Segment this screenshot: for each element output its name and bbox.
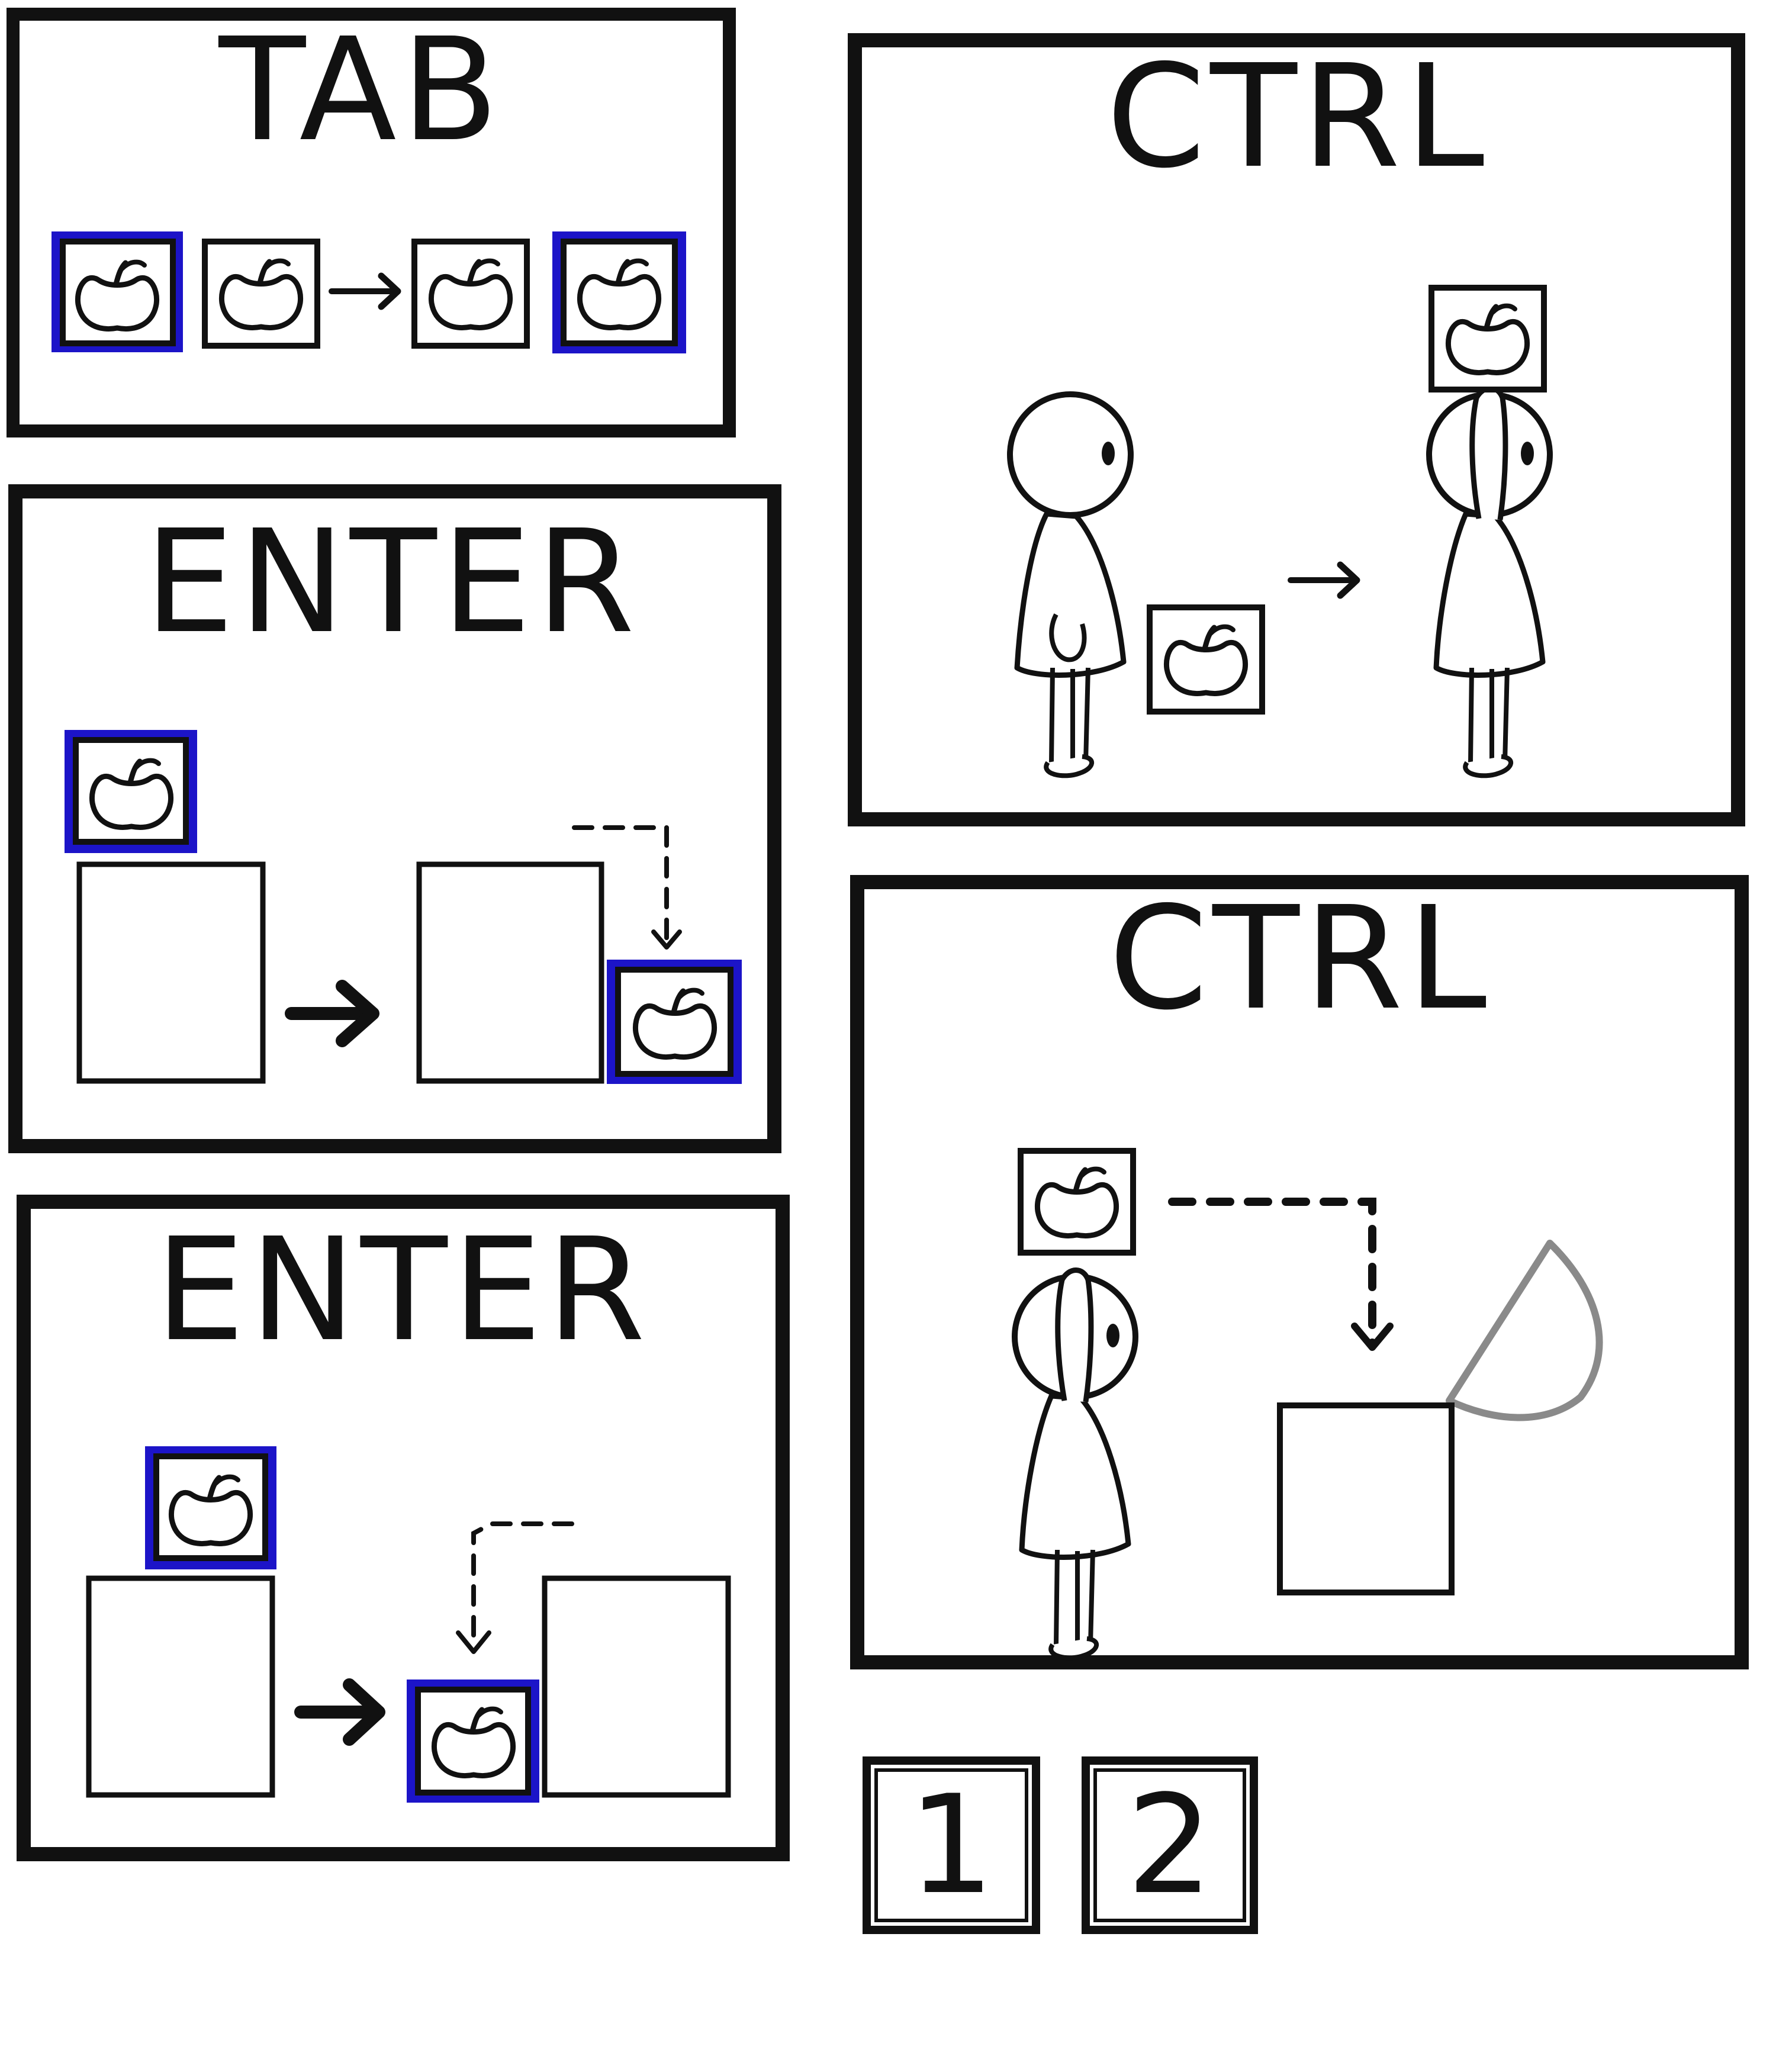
key-2-label: 2 <box>1127 1767 1213 1925</box>
arrow-right-icon <box>285 980 379 1047</box>
container-box <box>76 861 266 1084</box>
dashed-arrow-down-icon <box>572 825 682 950</box>
panel-title-enter: ENTER <box>144 499 639 665</box>
panel-frame <box>848 33 1745 826</box>
dashed-arrow-down-icon <box>456 1521 574 1654</box>
panel-title-ctrl: CTRL <box>1109 876 1492 1041</box>
item-box-selected <box>407 1680 539 1803</box>
arrow-right-icon <box>329 276 398 307</box>
arrow-right-icon <box>1288 565 1357 596</box>
panel-tab: TAB <box>7 7 736 437</box>
panel-enter-insert: ENTER <box>17 1195 790 1861</box>
arrow-right-icon <box>294 1678 385 1746</box>
container-box <box>542 1575 731 1798</box>
panel-enter-drop: ENTER <box>8 484 781 1153</box>
panel-title-tab: TAB <box>218 7 504 173</box>
item-box <box>1147 604 1265 715</box>
item-box-selected <box>607 960 742 1084</box>
key-1: 1 <box>863 1756 1040 1934</box>
key-2: 2 <box>1082 1756 1258 1934</box>
container-box <box>1277 1402 1455 1595</box>
item-box-selected <box>552 231 686 353</box>
panel-title-enter: ENTER <box>155 1207 650 1373</box>
container-lid-open <box>1446 1240 1603 1421</box>
item-box-selected <box>52 231 183 352</box>
container-box <box>86 1575 275 1798</box>
panel-ctrl-drop: CTRL <box>850 875 1749 1669</box>
item-box <box>202 239 320 349</box>
item-box <box>1018 1148 1136 1256</box>
panel-frame <box>7 8 736 437</box>
item-box-selected <box>145 1446 276 1569</box>
item-box-selected <box>65 730 197 853</box>
panel-ctrl-pickup: CTRL <box>848 33 1745 826</box>
item-box <box>411 239 530 349</box>
panel-title-ctrl: CTRL <box>1106 34 1489 200</box>
container-box <box>416 861 604 1084</box>
key-1-label: 1 <box>908 1767 995 1925</box>
item-box <box>1428 285 1547 392</box>
dashed-arrow-down-icon <box>1168 1198 1394 1351</box>
